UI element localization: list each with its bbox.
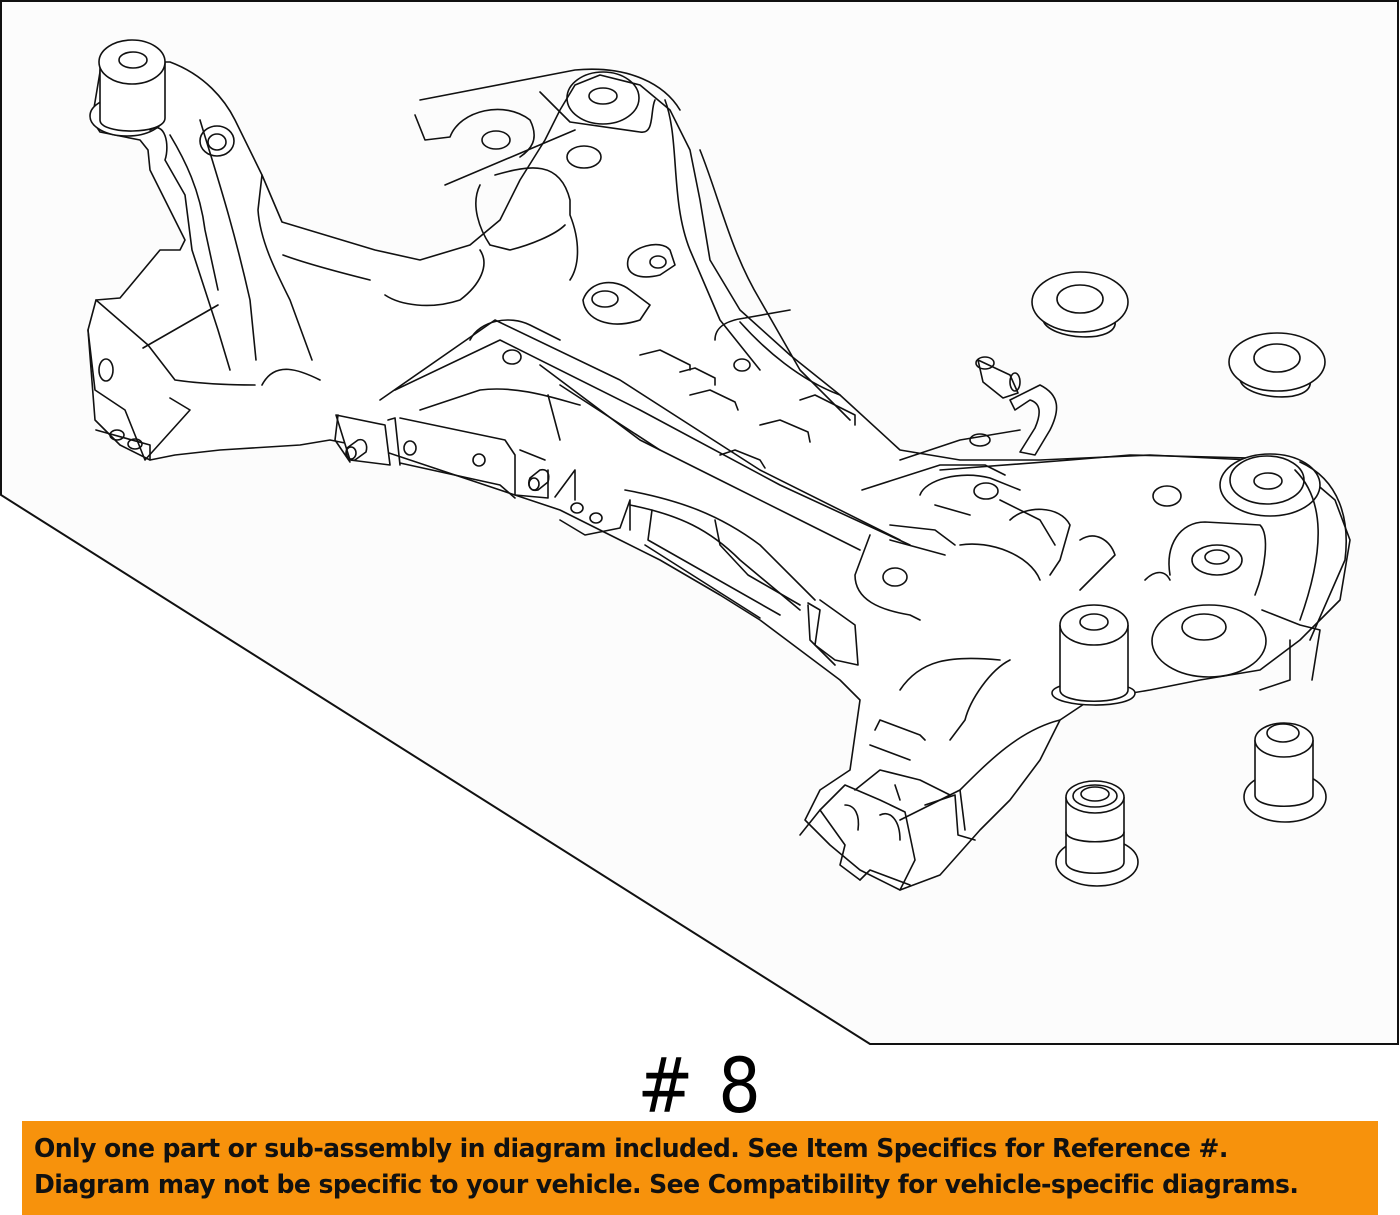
reference-number-label: # 8 [637, 1041, 763, 1130]
subframe-diagram-svg [0, 0, 1399, 1045]
mount-bushing-lower-right [1243, 722, 1327, 823]
disclaimer-banner: Only one part or sub-assembly in diagram… [22, 1121, 1378, 1215]
disclaimer-line-1: Only one part or sub-assembly in diagram… [34, 1134, 1228, 1164]
mount-bushing-upper-right [1228, 332, 1326, 398]
disclaimer-line-2: Diagram may not be specific to your vehi… [34, 1170, 1299, 1200]
parts-diagram [0, 0, 1399, 1045]
mount-bushing-upper-left [1031, 271, 1129, 338]
subframe-crossmember [87, 39, 1351, 891]
mount-bushing-lower-left [1055, 780, 1139, 887]
